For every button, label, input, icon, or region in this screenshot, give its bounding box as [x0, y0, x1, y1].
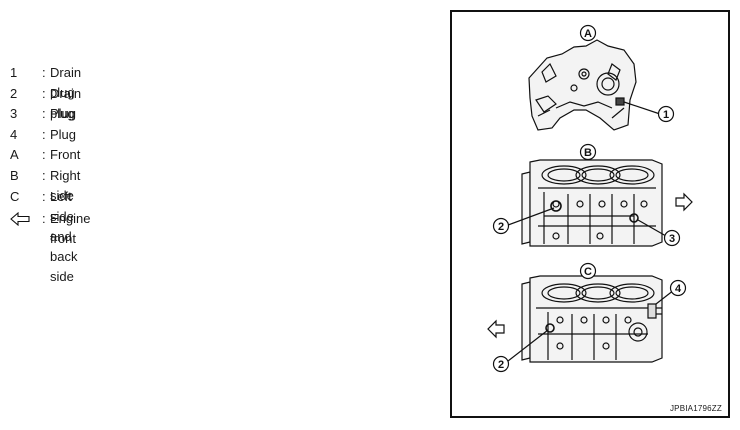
legend-label: Left side and back side	[50, 188, 78, 284]
legend-separator: :	[42, 167, 46, 183]
callout-4-marker	[669, 279, 687, 297]
legend-key: 1	[10, 65, 18, 80]
legend-separator: :	[42, 211, 46, 227]
legend-key: 4	[10, 126, 18, 142]
legend-label: Right side	[50, 167, 81, 203]
legend-separator: :	[42, 147, 46, 163]
callout-1: 1	[663, 109, 669, 121]
callout-2b-marker	[492, 355, 510, 373]
legend-label: Drain plug	[50, 65, 82, 100]
legend-separator: :	[42, 188, 46, 204]
legend-separator: :	[42, 85, 46, 101]
engine-front-arrow-right-icon	[675, 192, 693, 212]
engine-block-diagram: A B C 1 2 3 4 2	[487, 24, 693, 373]
view-label-c-marker	[579, 262, 597, 280]
legend-separator: :	[42, 65, 46, 80]
legend-label: Plug	[50, 126, 77, 142]
callout-4: 4	[675, 283, 682, 295]
view-label-a-marker	[579, 24, 597, 42]
view-label-c: C	[584, 266, 592, 278]
view-label-a: A	[584, 28, 592, 40]
legend-separator: :	[42, 106, 46, 122]
legend-label: Front	[50, 147, 81, 163]
diagram-code: JPBIA1796ZZ	[669, 404, 722, 413]
callout-2-marker	[492, 217, 510, 235]
callout-2: 2	[498, 221, 504, 233]
legend-label: Drain plug	[50, 85, 82, 121]
arrow-left-icon	[10, 209, 30, 229]
legend-key: 2	[10, 85, 18, 101]
legend-separator: :	[42, 126, 46, 142]
callout-2b: 2	[498, 359, 504, 371]
view-label-b-marker	[579, 143, 597, 161]
engine-block-right-side-view	[521, 159, 663, 247]
callout-3-marker	[663, 229, 681, 247]
engine-front-arrow-left-icon	[487, 319, 505, 339]
engine-block-left-side-view	[521, 275, 663, 363]
legend-key: C	[10, 188, 20, 204]
diagram-frame: A B C 1 2 3 4 2 JPBIA1796ZZ	[450, 10, 730, 418]
legend-key: 3	[10, 106, 18, 122]
engine-block-front-view	[528, 39, 637, 131]
view-label-b: B	[584, 147, 592, 159]
legend-label: Plug	[50, 106, 77, 122]
legend-key: B	[10, 167, 19, 183]
legend-label: Engine front	[50, 211, 91, 247]
callout-1-marker	[657, 105, 675, 123]
legend-key: A	[10, 147, 19, 163]
callout-3: 3	[669, 233, 675, 245]
